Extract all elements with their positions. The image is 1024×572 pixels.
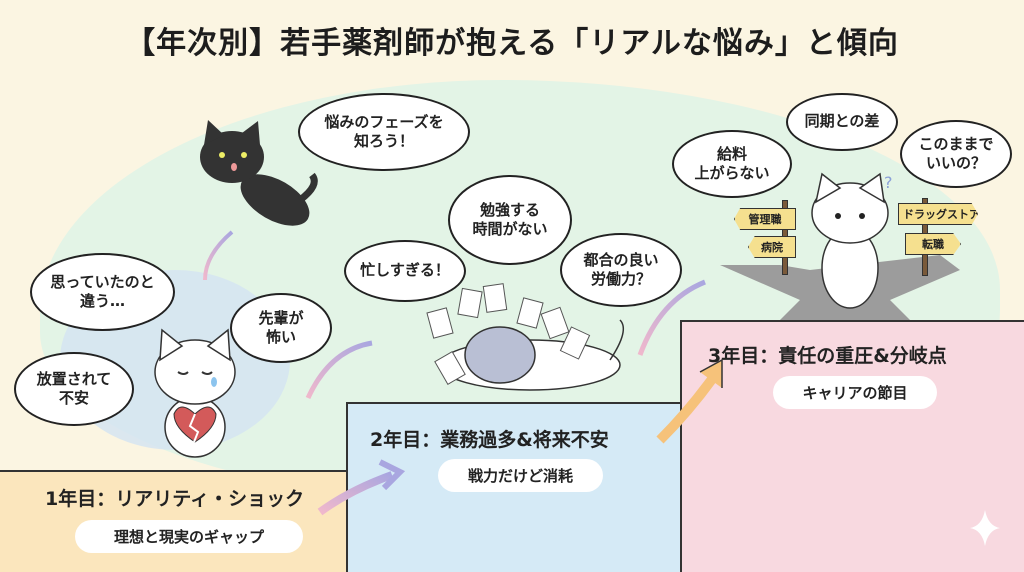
question-mark-icon: ? [884, 173, 893, 192]
step-year3 [680, 320, 1024, 572]
speech-bubble: 都合の良い 労働力？ [560, 233, 682, 307]
arrow-icon [637, 279, 706, 356]
year3-tag: キャリアの節目 [773, 376, 937, 409]
white-cat-year1 [154, 328, 236, 458]
arrow-icon [305, 340, 373, 400]
arrow-icon [317, 471, 394, 516]
speech-bubble: 同期との差 [786, 93, 898, 151]
year3-title: 3年目：責任の重圧&分岐点 [708, 345, 947, 367]
speech-bubble: 忙しすぎる！ [344, 240, 466, 302]
year2-tag: 戦力だけど消耗 [438, 459, 603, 492]
sign-drugstore: ドラッグストア [898, 203, 978, 225]
speech-bubble: 給料 上がらない [672, 130, 792, 198]
speech-bubble: 放置されて 不安 [14, 352, 134, 426]
year1-tag: 理想と現実のギャップ [75, 520, 303, 553]
speech-bubble: 思っていたのと 違う… [30, 253, 175, 331]
arrow-icon [203, 230, 234, 281]
arrow-icon [656, 372, 720, 444]
speech-bubble: 勉強する 時間がない [448, 175, 572, 265]
speech-bubble: 先輩が 怖い [230, 293, 332, 363]
black-cat-guide [200, 120, 318, 226]
sparkle-icon [970, 510, 1000, 546]
guide-speech-bubble: 悩みのフェーズを 知ろう！ [298, 93, 470, 171]
sign-manager: 管理職 [734, 208, 796, 230]
year1-title: 1年目：リアリティ・ショック [45, 488, 305, 510]
sign-hospital: 病院 [748, 236, 796, 258]
speech-bubble: このままで いいの？ [900, 120, 1012, 188]
white-cat-year3: ? [811, 172, 893, 309]
page-title: 【年次別】若手薬剤師が抱える「リアルな悩み」と傾向 [125, 26, 899, 61]
exhausted-cat-with-papers [426, 283, 625, 391]
sign-job-change: 転職 [905, 233, 961, 255]
year2-title: 2年目：業務過多&将来不安 [370, 429, 609, 451]
